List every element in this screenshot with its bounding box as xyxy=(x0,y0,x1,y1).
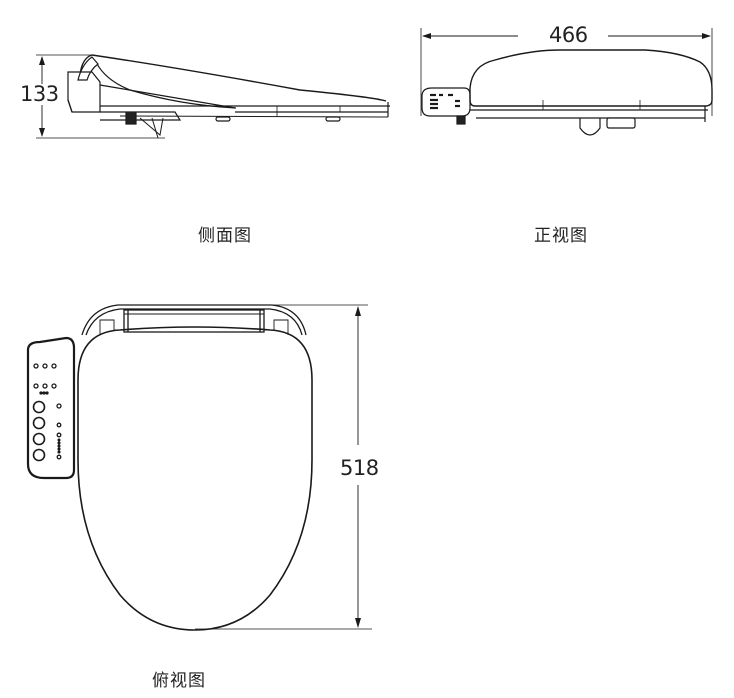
side-view-caption: 侧面图 xyxy=(198,226,252,246)
top-length-dimension: 518 xyxy=(340,456,379,481)
front-view: 466 正视图 xyxy=(400,0,734,260)
side-view-drawing xyxy=(36,54,390,139)
top-view-caption: 俯视图 xyxy=(152,671,206,691)
front-view-drawing xyxy=(420,28,713,136)
side-view: 133 侧面图 xyxy=(0,0,400,260)
front-view-caption: 正视图 xyxy=(534,226,588,246)
front-width-dimension: 466 xyxy=(545,25,592,46)
side-height-dimension: 133 xyxy=(20,82,59,106)
top-view-drawing xyxy=(26,304,372,631)
top-view: 518 俯视图 xyxy=(0,290,400,698)
